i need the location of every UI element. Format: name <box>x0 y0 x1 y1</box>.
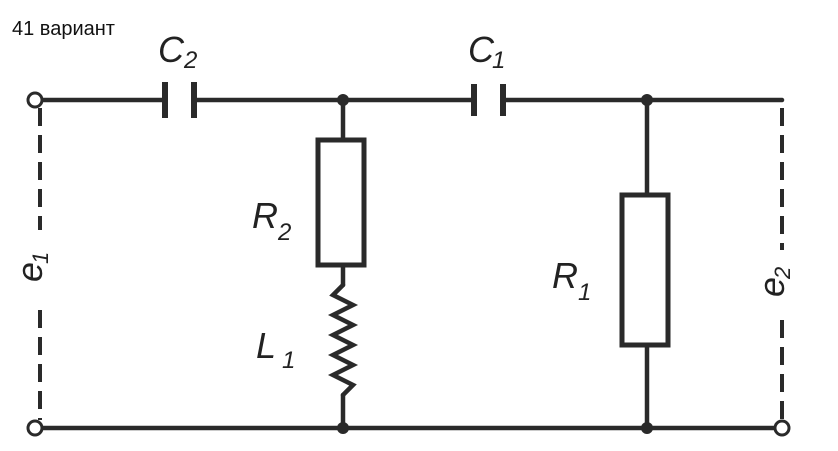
label-l1-sub: 1 <box>282 347 295 374</box>
label-l1: L <box>256 325 276 366</box>
label-e2-sub: 2 <box>770 267 795 280</box>
terminal-output-bottom <box>773 419 791 437</box>
label-e2: e <box>751 277 792 297</box>
label-r2-sub: 2 <box>277 219 291 246</box>
junction-node-bottom-mid <box>337 422 349 434</box>
resistor-r2 <box>315 137 367 268</box>
junction-node-bottom-right <box>641 422 653 434</box>
capacitor-c1 <box>471 84 506 116</box>
label-e1-sub: 1 <box>28 252 53 264</box>
junction-node-top-right <box>641 94 653 106</box>
label-r2: R <box>252 195 278 236</box>
capacitor-c2 <box>162 82 197 118</box>
variant-title: 41 вариант <box>12 18 115 40</box>
label-e1-group: e 1 <box>9 252 53 282</box>
resistor-r1 <box>619 192 671 348</box>
terminal-input-top <box>26 91 44 109</box>
label-c2-sub: 2 <box>183 47 197 74</box>
inductor-l1 <box>327 282 359 398</box>
label-e1: e <box>9 262 50 282</box>
label-c1-sub: 1 <box>492 47 505 74</box>
label-c1: C <box>468 29 495 70</box>
label-r1-sub: 1 <box>578 279 591 306</box>
terminal-input-bottom <box>26 419 44 437</box>
label-r1: R <box>552 255 578 296</box>
label-c2: C <box>158 29 185 70</box>
junction-node-top-mid <box>337 94 349 106</box>
label-e2-group: e 2 <box>751 267 795 297</box>
